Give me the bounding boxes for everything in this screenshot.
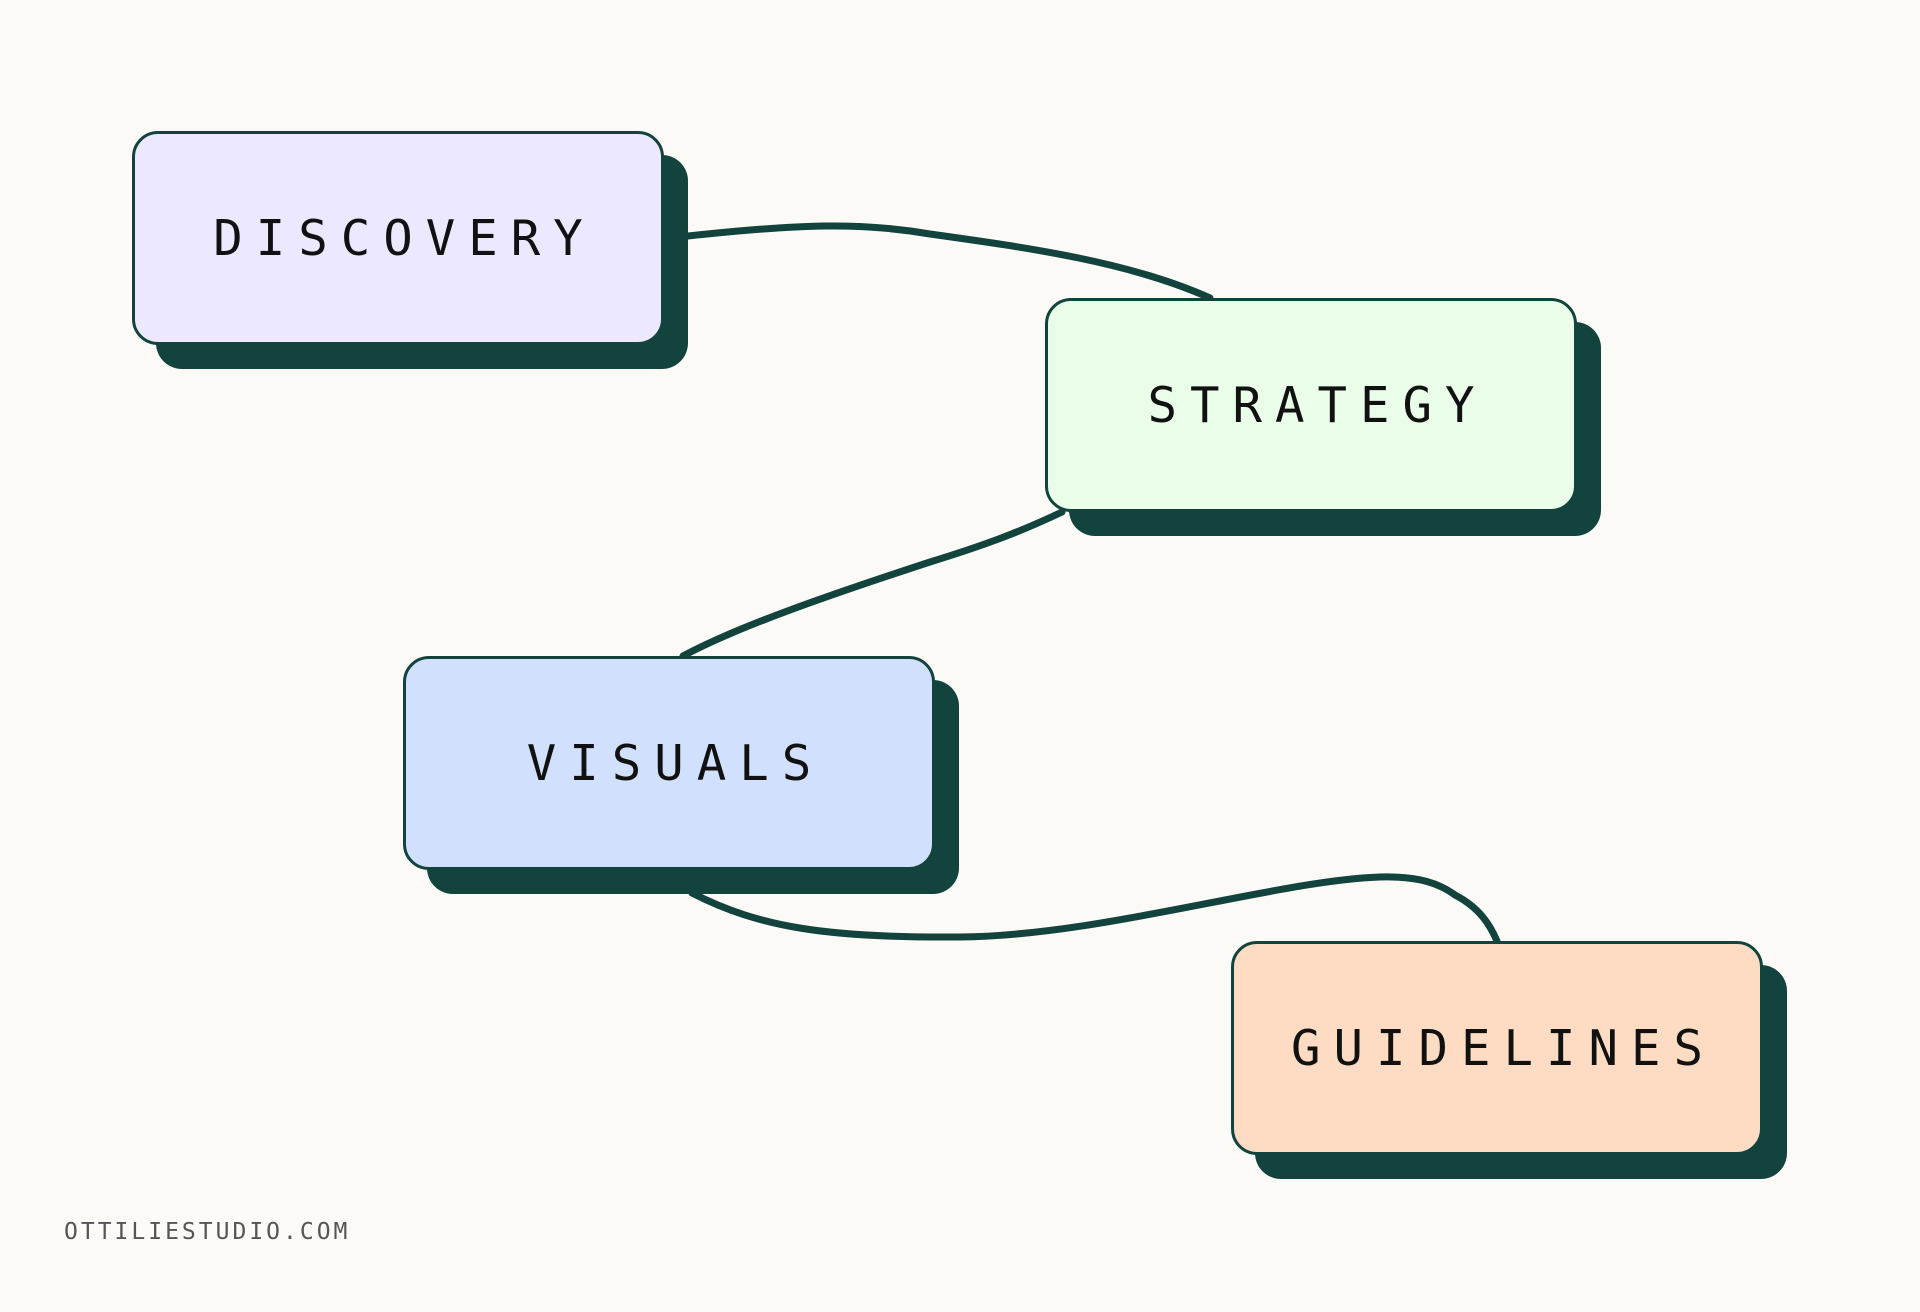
stage-node-discovery: DISCOVERY — [132, 131, 688, 369]
node-card: VISUALS — [403, 656, 935, 870]
stage-node-visuals: VISUALS — [403, 656, 959, 894]
connector-strategy-visuals — [679, 508, 1066, 660]
node-card: GUIDELINES — [1231, 941, 1763, 1155]
connector-discovery-strategy — [684, 222, 1214, 302]
stage-label-guidelines: GUIDELINES — [1290, 1019, 1716, 1077]
node-card: DISCOVERY — [132, 131, 664, 345]
stage-node-strategy: STRATEGY — [1045, 298, 1601, 536]
stage-label-visuals: VISUALS — [526, 734, 825, 792]
footer-website: OTTILIESTUDIO.COM — [64, 1219, 351, 1245]
node-card: STRATEGY — [1045, 298, 1577, 512]
stage-node-guidelines: GUIDELINES — [1231, 941, 1787, 1179]
stage-label-discovery: DISCOVERY — [213, 209, 596, 267]
stage-label-strategy: STRATEGY — [1147, 376, 1488, 434]
